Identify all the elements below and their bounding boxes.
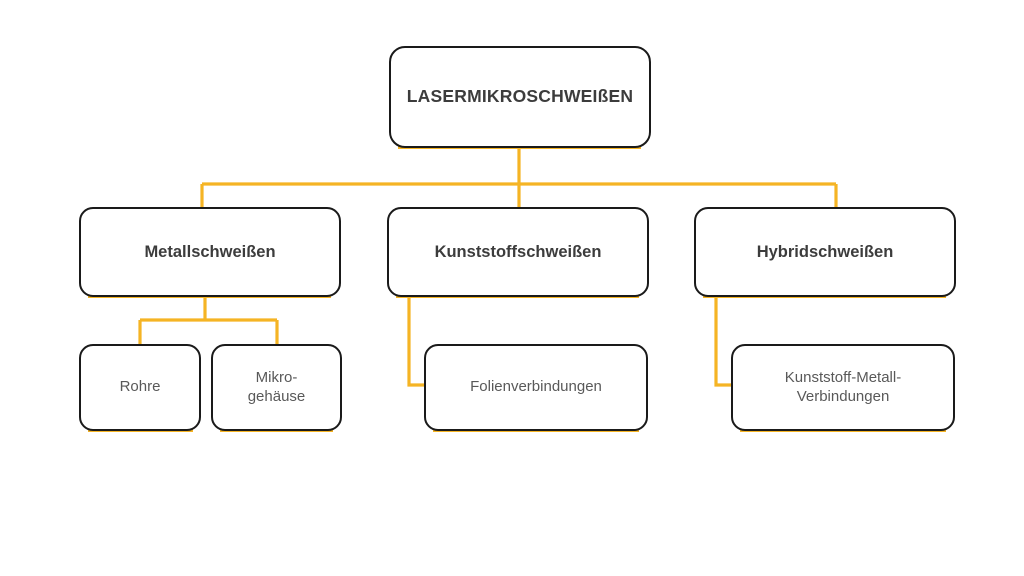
node-folienverbindungen[interactable]: Folienverbindungen	[424, 344, 648, 431]
node-kunststoffschweissen[interactable]: Kunststoffschweißen	[387, 207, 649, 297]
node-kunststoff-metall-verbindungen[interactable]: Kunststoff-Metall- Verbindungen	[731, 344, 955, 431]
node-label-folienverbindungen: Folienverbindungen	[470, 378, 602, 396]
node-label-mikrogehaeuse: Mikro- gehäuse	[247, 368, 306, 405]
node-label-hybridschweissen: Hybridschweißen	[756, 242, 894, 261]
node-metallschweissen[interactable]: Metallschweißen	[79, 207, 341, 297]
node-label-kunststoffschweissen: Kunststoffschweißen	[434, 242, 602, 261]
node-label-metallschweissen: Metallschweißen	[144, 242, 276, 261]
node-hybridschweissen[interactable]: Hybridschweißen	[694, 207, 956, 297]
node-label-rohre: Rohre	[119, 378, 161, 396]
node-rohre[interactable]: Rohre	[79, 344, 201, 431]
node-label-lasermikroschweissen: LASERMIKROSCHWEIßEN	[406, 86, 634, 107]
node-label-kunststoff-metall-verbindungen: Kunststoff-Metall- Verbindungen	[784, 368, 902, 405]
node-mikrogehaeuse[interactable]: Mikro- gehäuse	[211, 344, 342, 431]
node-lasermikroschweissen[interactable]: LASERMIKROSCHWEIßEN	[389, 46, 651, 148]
